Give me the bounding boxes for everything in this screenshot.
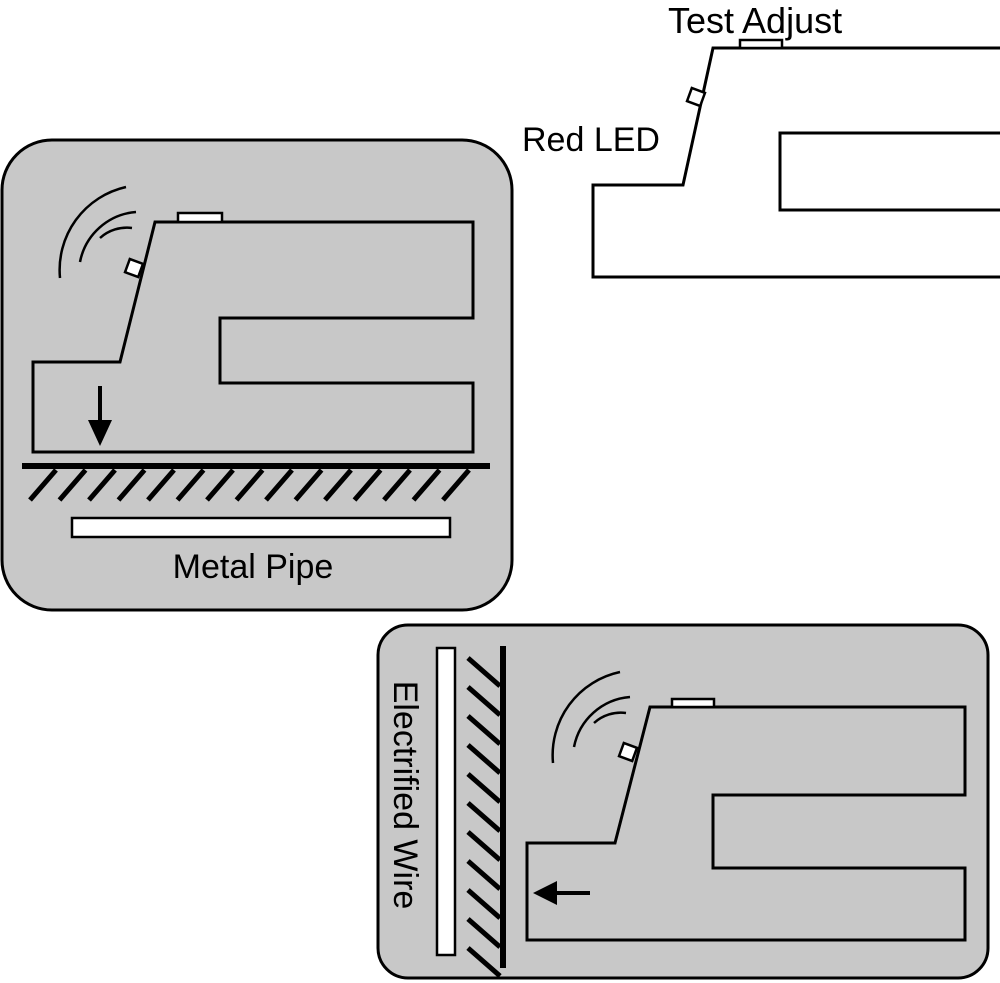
test-adjust-button — [670, 697, 716, 709]
test-adjust-label: Test Adjust — [668, 0, 842, 41]
hatch-line — [57, 468, 88, 502]
hatch-line — [466, 830, 502, 862]
metal-pipe — [70, 516, 452, 539]
hatch-line — [466, 946, 502, 978]
red-led — [123, 257, 145, 279]
hatch-line — [411, 468, 442, 502]
floor-hatch — [28, 468, 471, 502]
hatch-line — [466, 888, 502, 920]
hatch-line — [116, 468, 147, 502]
hatch-line — [466, 917, 502, 949]
hatch-line — [323, 468, 353, 502]
test-adjust-button — [738, 38, 784, 50]
hatch-line — [205, 468, 235, 502]
metal-pipe-panel: Metal Pipe — [0, 138, 514, 612]
device-body — [31, 220, 475, 454]
hatch-line — [293, 468, 324, 502]
hatch-line — [264, 468, 294, 502]
hatch-line — [466, 772, 502, 804]
hatch-line — [175, 468, 206, 502]
red-led-label: Red LED — [522, 121, 660, 159]
hatch-line — [466, 859, 502, 891]
electrified-wire-panel: Electrified Wire — [376, 623, 990, 980]
signal-waves-icon — [551, 670, 631, 764]
hatch-line — [466, 801, 502, 833]
hatch-line — [234, 468, 265, 502]
electrified-wire — [435, 646, 457, 957]
test-adjust-button — [176, 211, 224, 224]
hatch-line — [466, 656, 502, 688]
hatch-line — [466, 685, 502, 717]
red-led — [617, 741, 639, 763]
signal-waves-icon — [58, 185, 137, 279]
panel-background — [376, 623, 990, 980]
hatch-line — [146, 468, 176, 502]
panel-background — [0, 138, 514, 612]
metal-pipe-label: Metal Pipe — [173, 548, 334, 586]
electrified-wire-label: Electrified Wire — [386, 681, 424, 910]
arrow-down-icon — [88, 386, 112, 446]
arrow-left-icon — [533, 881, 590, 905]
hatch-line — [352, 468, 383, 502]
device-body — [525, 705, 967, 942]
red-led — [685, 86, 707, 108]
wall-hatch — [466, 656, 502, 978]
hatch-line — [466, 714, 502, 746]
device-body — [591, 46, 1000, 279]
hatch-line — [87, 468, 117, 502]
hatch-line — [466, 743, 502, 775]
device-overview: Test Adjust Red LED — [522, 0, 1000, 279]
hatch-line — [382, 468, 412, 502]
hatch-line — [28, 468, 58, 502]
hatch-line — [441, 468, 471, 502]
